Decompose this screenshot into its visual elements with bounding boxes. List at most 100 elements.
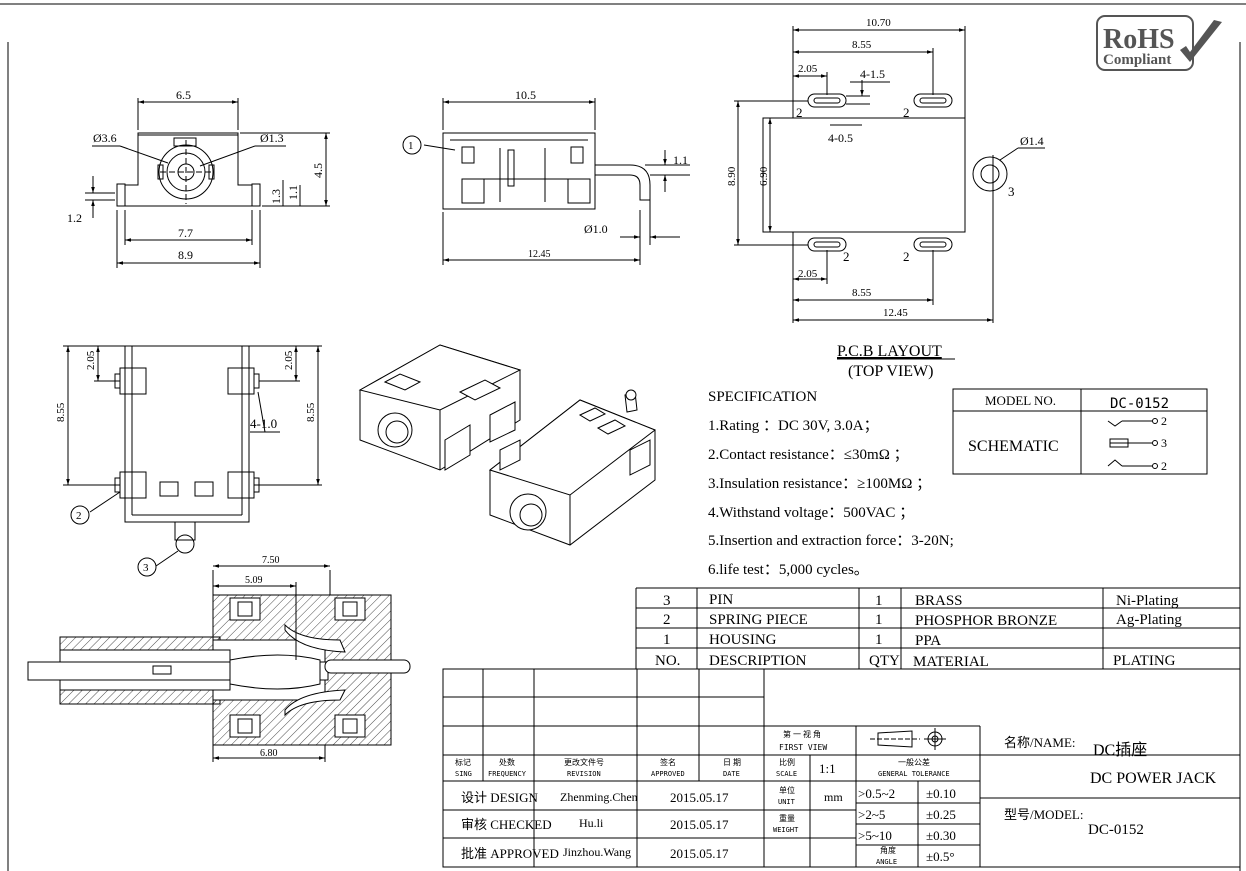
dim-label: Ø1.0	[584, 222, 608, 236]
specification: SPECIFICATION 1.Rating ：DC 30V, 3.0A； 2.…	[708, 389, 954, 578]
dim-label: Ø1.4	[1020, 134, 1044, 148]
name-label: 名称/NAME:	[1004, 735, 1076, 750]
dim-label: 10.5	[515, 88, 536, 102]
tolerance-range: >0.5~2	[858, 786, 895, 801]
angle-en: ANGLE	[876, 858, 897, 866]
scale-cn: 比例	[779, 757, 795, 767]
bom-cell: PIN	[709, 592, 733, 608]
bom-cell: HOUSING	[709, 632, 777, 648]
bom-cell: 3	[663, 593, 671, 609]
dim-label: 6.90	[758, 166, 770, 186]
tolerance-range: >5~10	[858, 828, 892, 843]
sign-en: SING	[455, 770, 472, 778]
role-label: 设计 DESIGN	[461, 790, 539, 805]
date-en: DATE	[723, 770, 740, 778]
pin-label: 3	[1008, 184, 1015, 199]
person-name: Zhenming.Chen	[560, 790, 638, 804]
dim-label: 10.70	[866, 17, 891, 29]
bom-cell: PPA	[915, 633, 941, 649]
pin-label: 2	[843, 249, 850, 264]
balloon-3-label: 3	[143, 562, 149, 574]
tolerance-value: ±0.30	[926, 828, 956, 843]
dim-label: 7.50	[262, 555, 280, 566]
pin-label: 2	[903, 105, 910, 120]
tolerance-en: GENERAL TOLERANCE	[878, 770, 950, 778]
spec-item: 3.Insulation resistance：≥100MΩ ；	[708, 476, 931, 492]
spec-item: 4.Withstand voltage：500VAC ；	[708, 505, 914, 521]
role-label: 批准 APPROVED	[461, 846, 559, 861]
weight-cn: 重量	[779, 813, 795, 823]
dim-label: 4-1.5	[860, 67, 885, 81]
balloon-1-label: 1	[408, 140, 414, 152]
pcb-layout	[734, 26, 1045, 323]
front-view-labels: 6.5 Ø3.6 Ø1.3 7.7 8.9 1.2 4.5 1.1 1.3	[67, 88, 325, 262]
bom-header: NO.	[655, 653, 680, 669]
model-value: DC-0152	[1088, 822, 1144, 838]
dim-label: 5.09	[245, 575, 263, 586]
dim-label: 12.45	[528, 249, 551, 260]
bom-cell: 2	[663, 612, 671, 628]
isometric-view-front	[488, 389, 657, 546]
person-date: 2015.05.17	[670, 790, 729, 805]
sign-cn: 标记	[455, 757, 471, 767]
bom-cell: Ag-Plating	[1116, 612, 1182, 628]
dim-label: 1.3	[269, 189, 283, 204]
dim-label: 6.5	[176, 88, 191, 102]
dim-label: 12.45	[883, 307, 908, 319]
tolerance-value: ±0.25	[926, 807, 956, 822]
front-view	[85, 98, 330, 268]
tolerance-value: ±0.10	[926, 786, 956, 801]
tolerance-range: >2~5	[858, 807, 885, 822]
bom-table: 3 PIN 1 BRASS Ni-Plating 2 SPRING PIECE …	[635, 587, 1240, 670]
dim-label: 7.7	[178, 226, 193, 240]
person-date: 2015.05.17	[670, 817, 729, 832]
first-view-cn: 第 一 视 角	[783, 729, 821, 739]
spec-item: 5.Insertion and extraction force：3-20N;	[708, 533, 954, 549]
unit-en: UNIT	[778, 798, 796, 806]
top-view	[63, 345, 322, 577]
check-mark-icon	[1180, 20, 1222, 62]
dim-label: Ø1.3	[260, 131, 284, 145]
bom-header: DESCRIPTION	[709, 653, 807, 669]
side-view-labels: 10.5 1.1 Ø1.0 12.45 1	[408, 88, 688, 260]
dim-label: 1.2	[67, 211, 82, 225]
bom-header: MATERIAL	[913, 654, 989, 670]
dim-label: 4-0.5	[828, 131, 853, 145]
title-block: 第 一 视 角 FIRST VIEW 标记 SING 处数 FREQUENCY …	[442, 668, 1241, 868]
compliant-text: Compliant	[1103, 52, 1171, 68]
pin-label: 2	[796, 105, 803, 120]
freq-cn: 处数	[499, 757, 515, 767]
schematic-pin-label: 2	[1161, 414, 1167, 428]
dim-label: Ø3.6	[93, 131, 117, 145]
spec-item: 1.Rating ：DC 30V, 3.0A；	[708, 418, 879, 434]
person-name: Jinzhou.Wang	[563, 845, 631, 859]
freq-en: FREQUENCY	[488, 770, 527, 778]
bom-cell: PHOSPHOR BRONZE	[915, 613, 1057, 629]
dim-label: 4.5	[311, 163, 325, 178]
dim-label: 2.05	[798, 268, 818, 280]
model-box: MODEL NO. DC-0152 SCHEMATIC 2 3 2	[952, 388, 1208, 475]
unit-cn: 单位	[779, 785, 795, 795]
dim-label: 2.05	[85, 350, 97, 370]
spec-item: 2.Contact resistance：≤30mΩ ；	[708, 447, 909, 463]
appr-cn: 签名	[660, 757, 676, 767]
angle-tolerance: ±0.5°	[926, 849, 955, 864]
side-view	[402, 98, 690, 265]
top-view-labels: 8.55 2.05 8.55 2.05 4-1.0 2 3	[55, 350, 317, 574]
angle-cn: 角度	[880, 845, 896, 855]
product-name-en: DC POWER JACK	[1090, 770, 1217, 787]
rohs-text: RoHS	[1103, 24, 1175, 55]
bom-cell: BRASS	[915, 593, 963, 609]
isometric-view-rear	[358, 344, 522, 471]
model-no-value: DC-0152	[1110, 396, 1169, 412]
rohs-logo: RoHS Compliant	[1096, 15, 1222, 71]
rev-en: REVISION	[567, 770, 601, 778]
bom-cell: 1	[875, 612, 883, 628]
model-no-label: MODEL NO.	[985, 393, 1056, 408]
role-label: 审核 CHECKED	[461, 817, 552, 832]
dim-label: 8.9	[178, 248, 193, 262]
rev-cn: 更改文件号	[564, 757, 604, 767]
pcb-layout-caption: P.C.B LAYOUT (TOP VIEW)	[837, 343, 955, 380]
scale-value: 1:1	[819, 761, 836, 776]
